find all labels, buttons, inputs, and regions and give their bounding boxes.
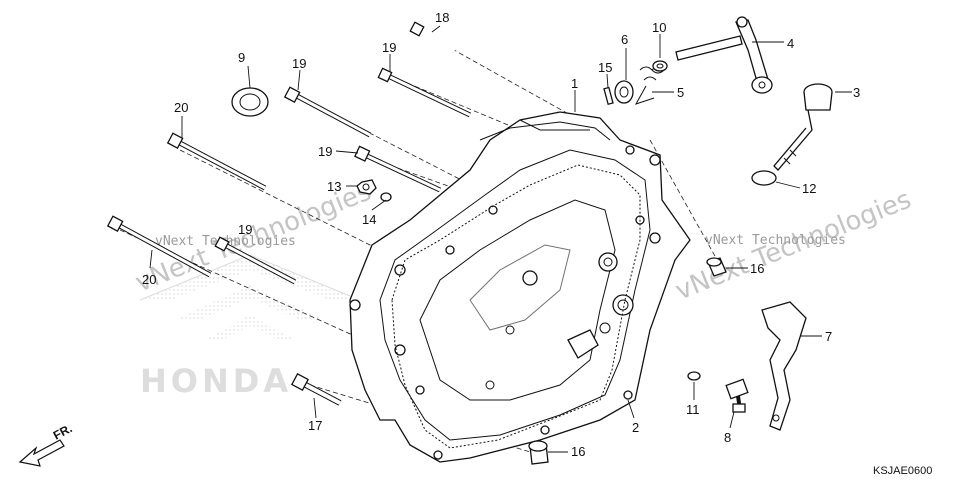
bolt-18: [409, 21, 456, 52]
bolt-17: [291, 373, 342, 406]
left-crankcase-cover: [349, 111, 691, 463]
callout-19-left: 19: [238, 222, 252, 237]
watermark-right-small: vNext Technologies: [705, 233, 846, 248]
callout-2: 2: [632, 420, 639, 435]
callout-14: 14: [362, 212, 376, 227]
callout-16-lower: 16: [571, 444, 585, 459]
callout-7: 7: [825, 329, 832, 344]
front-label: FR.: [51, 421, 75, 442]
bolt-19-left: [214, 236, 297, 285]
bolt-19-mid: [283, 86, 372, 138]
washer-14: [380, 192, 392, 202]
callout-6: 6: [621, 32, 628, 47]
dowel-pin-upper: [706, 257, 727, 277]
callout-15: 15: [598, 60, 612, 75]
front-direction-arrow: FR.: [18, 421, 75, 467]
dowel-pin-lower: [528, 440, 549, 465]
callout-16-upper: 16: [750, 261, 764, 276]
washer-10: [652, 60, 668, 72]
bolt-20-bottom: [106, 215, 212, 278]
bolt-20-top: [166, 132, 267, 191]
diagram-code: KSJAE0600: [873, 465, 932, 477]
collar-6: [614, 80, 634, 104]
neutral-switch: [725, 378, 749, 413]
callout-11: 11: [686, 402, 700, 417]
callout-18: 18: [435, 10, 449, 25]
callout-17: 17: [308, 418, 322, 433]
o-ring: [751, 170, 777, 186]
callout-5: 5: [677, 85, 684, 100]
callout-20-top: 20: [174, 100, 188, 115]
callout-1: 1: [571, 76, 578, 91]
oil-seal: [231, 87, 269, 117]
gearshift-arm: [675, 16, 773, 94]
leader-lines: [149, 25, 852, 453]
callout-9: 9: [238, 50, 245, 65]
callout-3: 3: [853, 85, 860, 100]
guide-plate: [761, 301, 807, 431]
honda-wing-logo: HONDA: [139, 254, 361, 400]
pin-15: [603, 86, 614, 106]
callout-20-bottom: 20: [142, 272, 156, 287]
callout-19-top: 19: [382, 40, 396, 55]
callout-10: 10: [652, 20, 666, 35]
washer-11: [687, 371, 701, 381]
callouts: 1 2 3 4 5 6 7 8 9 10 11 12 13 14 15 16 1…: [142, 10, 860, 459]
honda-logo-text: HONDA: [140, 362, 292, 400]
bolt-19-top: [377, 67, 472, 118]
oil-dipstick: [773, 83, 833, 171]
callout-4: 4: [787, 36, 794, 51]
callout-19-mid: 19: [292, 56, 306, 71]
callout-8: 8: [724, 430, 731, 445]
spring-5: [634, 66, 665, 105]
callout-19-lower: 19: [318, 144, 332, 159]
callout-12: 12: [802, 181, 816, 196]
callout-13: 13: [327, 179, 341, 194]
bolt-19-lower: [354, 145, 442, 193]
bolts: [106, 21, 472, 406]
